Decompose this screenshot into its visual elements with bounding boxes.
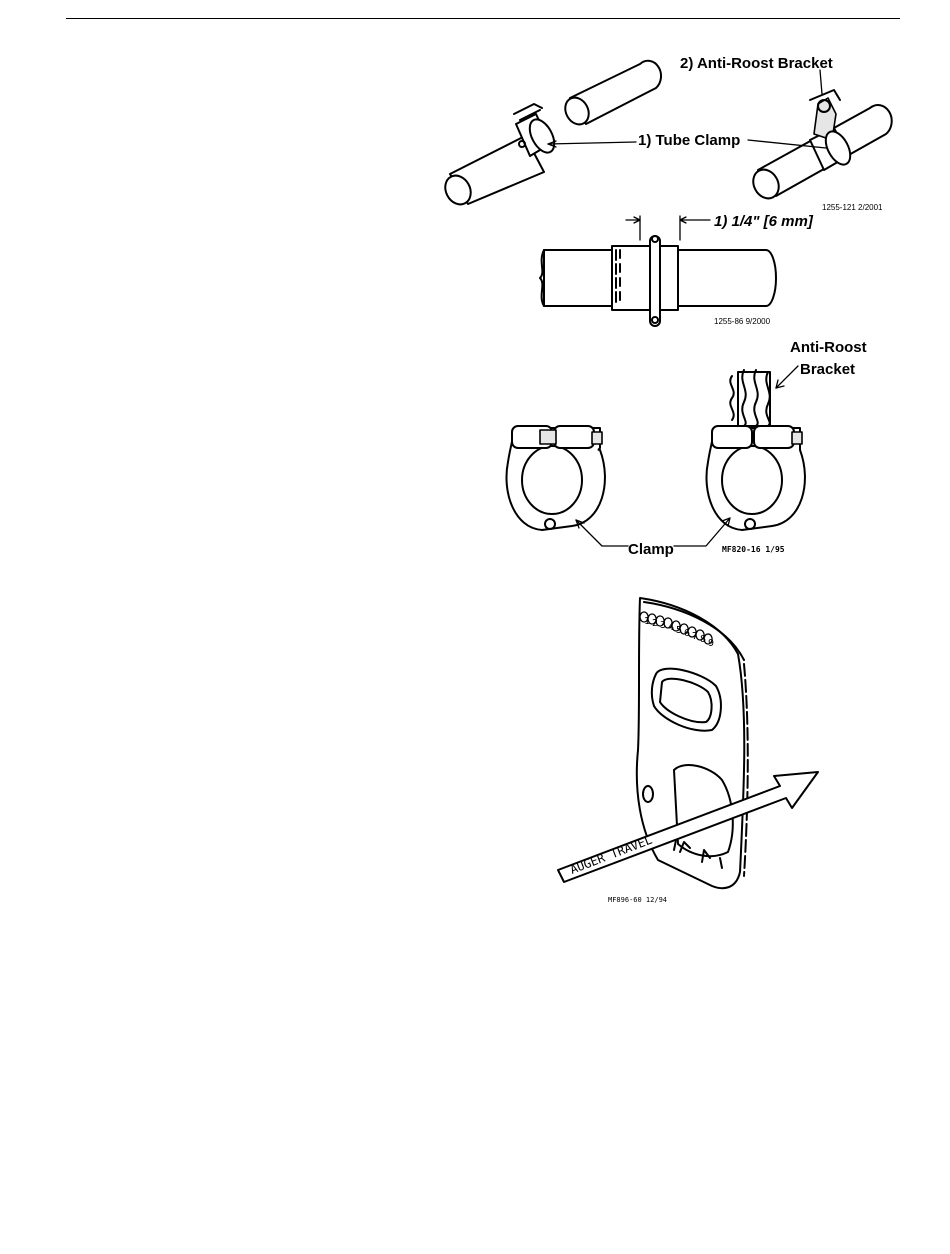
figure3-code: MF820-16 1/95 bbox=[722, 545, 785, 554]
header-rule bbox=[66, 18, 900, 19]
anti-roost-bracket-label: 2) Anti-Roost Bracket bbox=[680, 55, 833, 72]
clamp-label: Clamp bbox=[628, 541, 674, 558]
tube-joint-illustration bbox=[540, 236, 776, 326]
figure-clamp-gap: 1) 1/4" [6 mm] 1255-86 9/2000 bbox=[534, 206, 834, 332]
tube-with-bracket-illustration bbox=[748, 90, 891, 203]
figure4-code: MF896-60 12/94 bbox=[608, 896, 667, 904]
clamp-illustration bbox=[506, 426, 604, 530]
clamp-with-bracket-illustration bbox=[706, 370, 804, 530]
tube-loose-illustration bbox=[561, 61, 661, 129]
figure-tube-clamp: 2) Anti-Roost Bracket 1) Tube Clamp 1255… bbox=[430, 44, 910, 214]
figure2-code: 1255-86 9/2000 bbox=[714, 317, 771, 326]
auger-travel-label: AUGER TRAVEL bbox=[568, 833, 654, 877]
figure-clamp-end-view: Anti-Roost Bracket Clamp MF820-16 1/95 bbox=[494, 332, 874, 564]
anti-roost-label-line1: Anti-Roost bbox=[790, 339, 867, 356]
tube-with-clamp-illustration bbox=[440, 104, 559, 209]
anti-roost-label-line2: Bracket bbox=[800, 361, 855, 378]
gap-label: 1) 1/4" [6 mm] bbox=[714, 213, 814, 230]
tube-clamp-label: 1) Tube Clamp bbox=[638, 132, 740, 149]
figure-auger-travel: 1 2 3 4 5 6 7 8 9 AUGER TRAVEL MF896-60 … bbox=[552, 590, 832, 910]
